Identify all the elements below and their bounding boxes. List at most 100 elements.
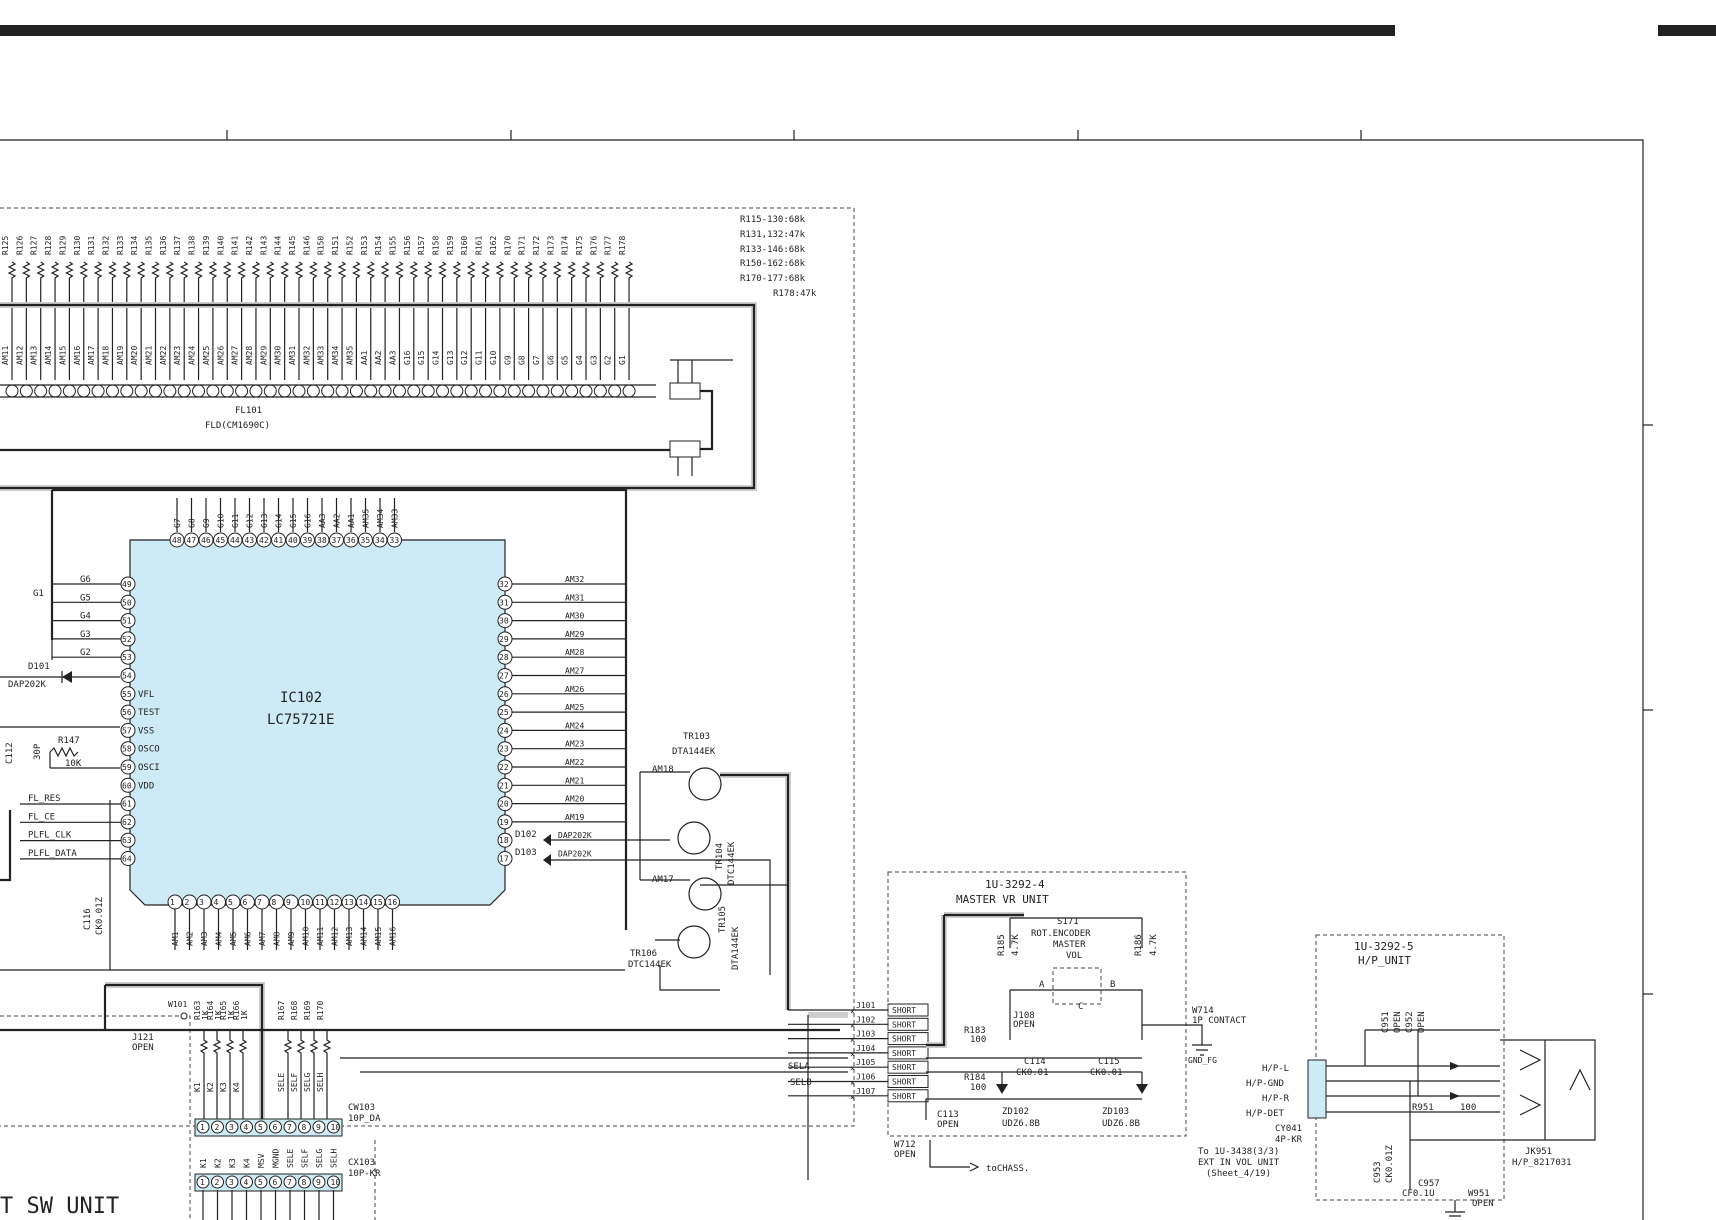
ic-pin-number: 5: [228, 898, 233, 907]
ic-pin-number: 35: [361, 536, 371, 545]
ic-pin-signal: G6: [80, 575, 91, 585]
ic-pin-signal: G13: [260, 513, 269, 528]
ic-pin-number: 40: [288, 536, 298, 545]
ic-pin-signal: AA2: [333, 513, 342, 528]
cx103-pin-number: 3: [229, 1178, 234, 1187]
s171-desc2: MASTER: [1053, 940, 1086, 950]
fld-pin-label: AM12: [15, 346, 24, 365]
fld-resistor: [136, 261, 146, 380]
fld-resistor-label: R135: [145, 236, 154, 255]
key-resistor2-label: R169: [303, 1001, 312, 1020]
j121-val: OPEN: [132, 1043, 154, 1053]
fld-pin: [392, 384, 406, 398]
ic-pin-signal: G14: [275, 513, 284, 528]
fld-resistor-label: R138: [188, 236, 197, 255]
c112-ref: C112: [5, 742, 15, 764]
fld-resistor: [222, 261, 232, 380]
gnd-fg: GND_FG: [1188, 1056, 1217, 1065]
fld-resistor-label: R152: [345, 236, 354, 255]
cx103-pin-number: 9: [316, 1178, 321, 1187]
ic-left-net: FL_CE: [28, 812, 55, 822]
key-label: K1: [193, 1082, 202, 1092]
fld-pin: [77, 384, 91, 398]
ic-pin-number: 27: [499, 672, 509, 681]
c116-val: CK0.01Z: [95, 896, 105, 935]
fld-pin-label: AM13: [30, 346, 39, 365]
cx103-pin: [225, 1175, 239, 1189]
fld-resistor-label: R177: [604, 236, 613, 255]
key-resistor2-label: R170: [316, 1001, 325, 1020]
fld-pin-label: AM15: [58, 346, 67, 365]
jumper-state: SHORT: [892, 1092, 916, 1101]
ic-pin-signal: G16: [304, 513, 313, 528]
ic-pin-number: 49: [122, 580, 132, 589]
ic-left-net: FL_RES: [28, 794, 61, 804]
hp-net-gnd: H/P-GND: [1246, 1079, 1284, 1089]
ic102-part: LC75721E: [267, 712, 334, 728]
ic-pin-signal: G4: [80, 612, 91, 622]
ic-pin-number: 20: [499, 800, 509, 809]
cw103-pin: [240, 1120, 253, 1134]
fld-resistor: [108, 261, 117, 380]
fld-pin: [206, 384, 220, 398]
fld-pin: [550, 384, 564, 398]
fld-pin-label: AA2: [374, 350, 383, 365]
fld-resistor: [352, 261, 361, 380]
fld-pin-label: AM17: [87, 346, 96, 365]
fld-resistor: [251, 261, 261, 380]
ic-pin-signal: AM8: [273, 931, 282, 946]
fld-resistor: [438, 261, 447, 380]
fld-pin-label: AM28: [245, 346, 254, 365]
fld-resistor: [237, 261, 246, 380]
ic-right-pins: 32AM3231AM3130AM3029AM2928AM2827AM2726AM…: [497, 575, 626, 866]
ic-pin-number: 24: [499, 726, 509, 735]
d102-ref: D102: [515, 830, 537, 840]
ic-pin-signal: AM2: [186, 931, 195, 946]
svg-text:R150-162:68k: R150-162:68k: [740, 259, 806, 269]
fld-resistor-label: R134: [130, 236, 139, 255]
ic-pin: [120, 668, 136, 683]
cx103-label: K1: [199, 1158, 208, 1168]
ic-pin-signal: G10: [217, 513, 226, 528]
fld-resistor: [596, 261, 605, 380]
fld-resistor: [452, 261, 462, 380]
tr106-symbol: [677, 925, 711, 959]
cx103-pin: [298, 1175, 311, 1189]
fld-pin: [450, 384, 464, 398]
r184-ref: R184: [964, 1073, 986, 1083]
ic-pin-number: 47: [187, 536, 197, 545]
ic-pin-number: 19: [499, 818, 509, 827]
fld-pin: [608, 384, 622, 398]
svg-text:R133-146:68k: R133-146:68k: [740, 245, 806, 255]
cw103-pin-number: 5: [258, 1123, 263, 1132]
cx103-label: K2: [214, 1158, 223, 1168]
r147-val: 10K: [65, 759, 82, 769]
ic102-ref: IC102: [280, 690, 322, 706]
ic-pin-number: 17: [499, 855, 509, 864]
cx103-pin: [196, 1175, 210, 1189]
header-bar: [0, 25, 1395, 36]
ic-pin-signal: AM7: [258, 931, 267, 946]
key-resistor-val: 1K: [214, 1010, 223, 1020]
key-label: SELF: [290, 1073, 299, 1092]
cw103-pin-number: 6: [273, 1123, 278, 1132]
c116-ref: C116: [83, 908, 93, 930]
fld-resistor-label: R159: [446, 236, 455, 255]
ic-pin-number: 31: [499, 598, 509, 607]
ic-pin-number: 23: [499, 745, 509, 754]
fld-resistor-label: R162: [489, 236, 498, 255]
s171-desc3: VOL: [1066, 951, 1082, 961]
fld-pin-69-70: [669, 440, 701, 458]
ic-pin-number: 51: [122, 617, 132, 626]
fld-pin: [192, 384, 206, 398]
tr105-symbol: [688, 877, 722, 911]
zd103-ref: ZD103: [1102, 1107, 1129, 1117]
fld-resistor: [294, 261, 304, 380]
ic-pin-number: 53: [122, 653, 132, 662]
enc-c: C: [1078, 1002, 1083, 1012]
ic-pin-number: 34: [375, 536, 385, 545]
ic-pin-signal: OSCI: [138, 763, 160, 773]
cx103-pin: [240, 1175, 253, 1189]
ic-pin-signal: AA3: [318, 513, 327, 528]
fld-resistor: [481, 261, 490, 380]
